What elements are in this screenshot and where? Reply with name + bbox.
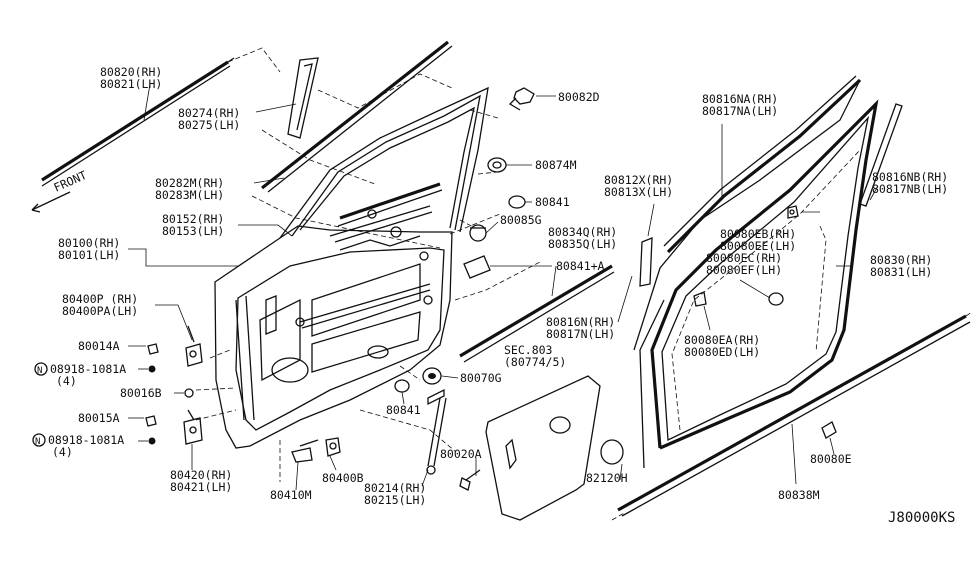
door-outer-molding <box>41 47 281 187</box>
label-80812x: 80812X(RH) <box>604 173 673 187</box>
label-80874m: 80874M <box>535 158 577 172</box>
sill-molding-80838m <box>611 311 973 521</box>
label-80152: 80152(RH) <box>162 212 224 226</box>
clip-80080eb <box>787 205 799 219</box>
label-80283m: 80283M(LH) <box>155 188 224 202</box>
label-80215: 80215(LH) <box>364 493 426 507</box>
label-80214: 80214(RH) <box>364 481 426 495</box>
door-dashed-leaders <box>195 73 541 482</box>
cap-82120h <box>600 439 624 465</box>
label-80421: 80421(LH) <box>170 480 232 494</box>
bolt-80016b <box>184 388 194 398</box>
label-80835q: 80835Q(LH) <box>548 237 617 251</box>
label-80015a: 80015A <box>78 411 120 425</box>
label-80820: 80820(RH) <box>100 65 162 79</box>
label-80100: 80100(RH) <box>58 236 120 250</box>
bolt-80015a <box>145 415 157 427</box>
label-80816n: 80816N(RH) <box>546 315 615 329</box>
seal-pad-80841a <box>463 255 491 279</box>
label-80153: 80153(LH) <box>162 224 224 238</box>
label-sec803-sub: (80774/5) <box>504 355 566 369</box>
label-80070g: 80070G <box>460 371 502 385</box>
label-80841-upper: 80841 <box>535 195 570 209</box>
clip-80080e <box>821 421 837 439</box>
n-symbol-upper-text: N <box>37 366 42 376</box>
label-80274: 80274(RH) <box>178 106 240 120</box>
label-80014a: 80014A <box>78 339 120 353</box>
bolt-80014a <box>147 343 159 355</box>
label-80080ed: 80080ED(LH) <box>684 345 760 359</box>
diagram-code: J80000KS <box>888 510 955 526</box>
label-80085g: 80085G <box>500 213 542 227</box>
label-80400b: 80400B <box>322 471 364 485</box>
label-80082d: 80082D <box>558 90 600 104</box>
door-check-link <box>426 388 447 475</box>
plug-80070g <box>422 367 442 385</box>
label-80841-lower: 80841 <box>386 403 421 417</box>
n-symbol-upper: N <box>34 362 48 376</box>
label-82120h: 82120H <box>586 471 628 485</box>
door-latch-80410m <box>291 439 319 463</box>
label-80817na: 80817NA(LH) <box>702 104 778 118</box>
plug-80841-upper <box>508 195 526 209</box>
label-80817n: 80817N(LH) <box>546 327 615 341</box>
label-80282m: 80282M(RH) <box>155 176 224 190</box>
label-80831: 80831(LH) <box>870 265 932 279</box>
label-80817nb: 80817NB(LH) <box>872 182 948 196</box>
pillar-strip-80816nb <box>859 103 903 207</box>
clip-80082d <box>508 87 535 111</box>
label-80080ef: 80080EF(LH) <box>706 263 782 277</box>
body-side-weatherstrip <box>633 79 879 469</box>
label-80080ea: 80080EA(RH) <box>684 333 760 347</box>
door-assembly <box>214 86 489 449</box>
label-08918-lower-qty: (4) <box>52 445 73 459</box>
n-symbol-lower-text: N <box>35 437 40 447</box>
label-80816na: 80816NA(RH) <box>702 92 778 106</box>
upper-belt-molding <box>261 40 453 193</box>
plug-80841-lower <box>394 379 410 393</box>
strip-80812x <box>639 237 653 287</box>
inner-belt-weatherstrip <box>459 264 615 363</box>
label-08918-upper: 08918-1081A <box>50 362 126 376</box>
bolt-80020a <box>459 469 481 491</box>
label-sec803: SEC.803 <box>504 343 553 357</box>
label-80020a: 80020A <box>440 447 482 461</box>
nut-08918-lower <box>148 437 156 445</box>
grommet-80874m <box>487 157 507 173</box>
label-80838m: 80838M <box>778 488 820 502</box>
clip-80080ea <box>693 291 707 307</box>
label-80101: 80101(LH) <box>58 248 120 262</box>
latch-clip-80400b <box>325 437 341 457</box>
leader-lines <box>128 83 879 491</box>
label-80410m: 80410M <box>270 488 312 502</box>
part-labels: 80820(RH) 80821(LH) 80274(RH) 80275(LH) … <box>48 65 955 526</box>
label-80400pa: 80400PA(LH) <box>62 304 138 318</box>
lower-hinge <box>183 409 203 445</box>
roof-molding-80816na <box>663 75 862 254</box>
label-80813x: 80813X(LH) <box>604 185 673 199</box>
label-80420: 80420(RH) <box>170 468 232 482</box>
label-80080eb: 80080EB(RH) <box>720 227 796 241</box>
label-80080ec: 80080EC(RH) <box>706 251 782 265</box>
label-80400p: 80400P (RH) <box>62 292 138 306</box>
label-80080ee: 80080EE(LH) <box>720 239 796 253</box>
label-80080e: 80080E <box>810 452 852 466</box>
trim-panel-sec803 <box>485 375 601 521</box>
label-80275: 80275(LH) <box>178 118 240 132</box>
label-08918-upper-qty: (4) <box>56 374 77 388</box>
label-80016b: 80016B <box>120 386 162 400</box>
label-80821: 80821(LH) <box>100 77 162 91</box>
clip-80080ec <box>768 292 784 306</box>
clip-80085g <box>469 224 487 242</box>
label-08918-lower: 08918-1081A <box>48 433 124 447</box>
nut-08918-upper <box>148 365 156 373</box>
label-80816nb: 80816NB(RH) <box>872 170 948 184</box>
label-80834q: 80834Q(RH) <box>548 225 617 239</box>
door-sash-trim <box>287 57 319 139</box>
upper-hinge <box>185 325 203 367</box>
label-80841a: 80841+A <box>556 259 605 273</box>
n-symbol-lower: N <box>32 433 46 447</box>
label-80830: 80830(RH) <box>870 253 932 267</box>
